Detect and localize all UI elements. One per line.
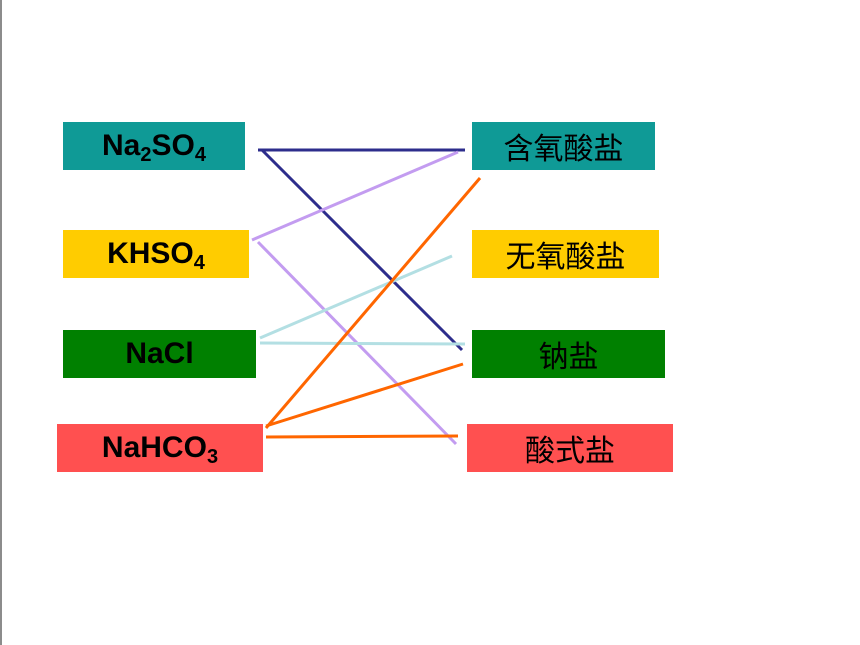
left-item-nahco3[interactable]: NaHCO3: [57, 424, 263, 472]
left-item-nahco3-label: NaHCO3: [101, 431, 219, 468]
right-item-sodium-salt[interactable]: 钠盐: [472, 330, 665, 378]
slide-left-edge: [0, 0, 2, 645]
left-item-na2so4-label: Na2SO4: [102, 129, 206, 166]
connection-line-0-2: [260, 148, 464, 352]
connection-line-3-0: [264, 177, 482, 429]
connection-line-1-0: [251, 150, 459, 242]
left-item-na2so4[interactable]: Na2SO4: [63, 122, 245, 170]
right-item-oxyacid-salt-label: 含氧酸盐: [503, 132, 624, 167]
left-item-khso4-label: KHSO4: [107, 237, 205, 274]
connection-line-3-3: [265, 434, 459, 439]
connection-line-2-1: [259, 254, 453, 340]
right-item-oxygen-free-acid-salt[interactable]: 无氧酸盐: [472, 230, 659, 278]
left-item-nacl-label: NaCl: [125, 337, 194, 370]
left-item-nacl[interactable]: NaCl: [63, 330, 256, 378]
connection-line-2-2: [259, 341, 466, 346]
right-item-oxyacid-salt[interactable]: 含氧酸盐: [472, 122, 655, 170]
right-item-acid-salt-label: 酸式盐: [525, 434, 615, 469]
right-item-oxygen-free-acid-salt-label: 无氧酸盐: [505, 240, 626, 275]
right-item-sodium-salt-label: 钠盐: [538, 340, 599, 375]
left-item-khso4[interactable]: KHSO4: [63, 230, 249, 278]
connection-line-3-2: [265, 362, 464, 428]
right-item-acid-salt[interactable]: 酸式盐: [467, 424, 673, 472]
